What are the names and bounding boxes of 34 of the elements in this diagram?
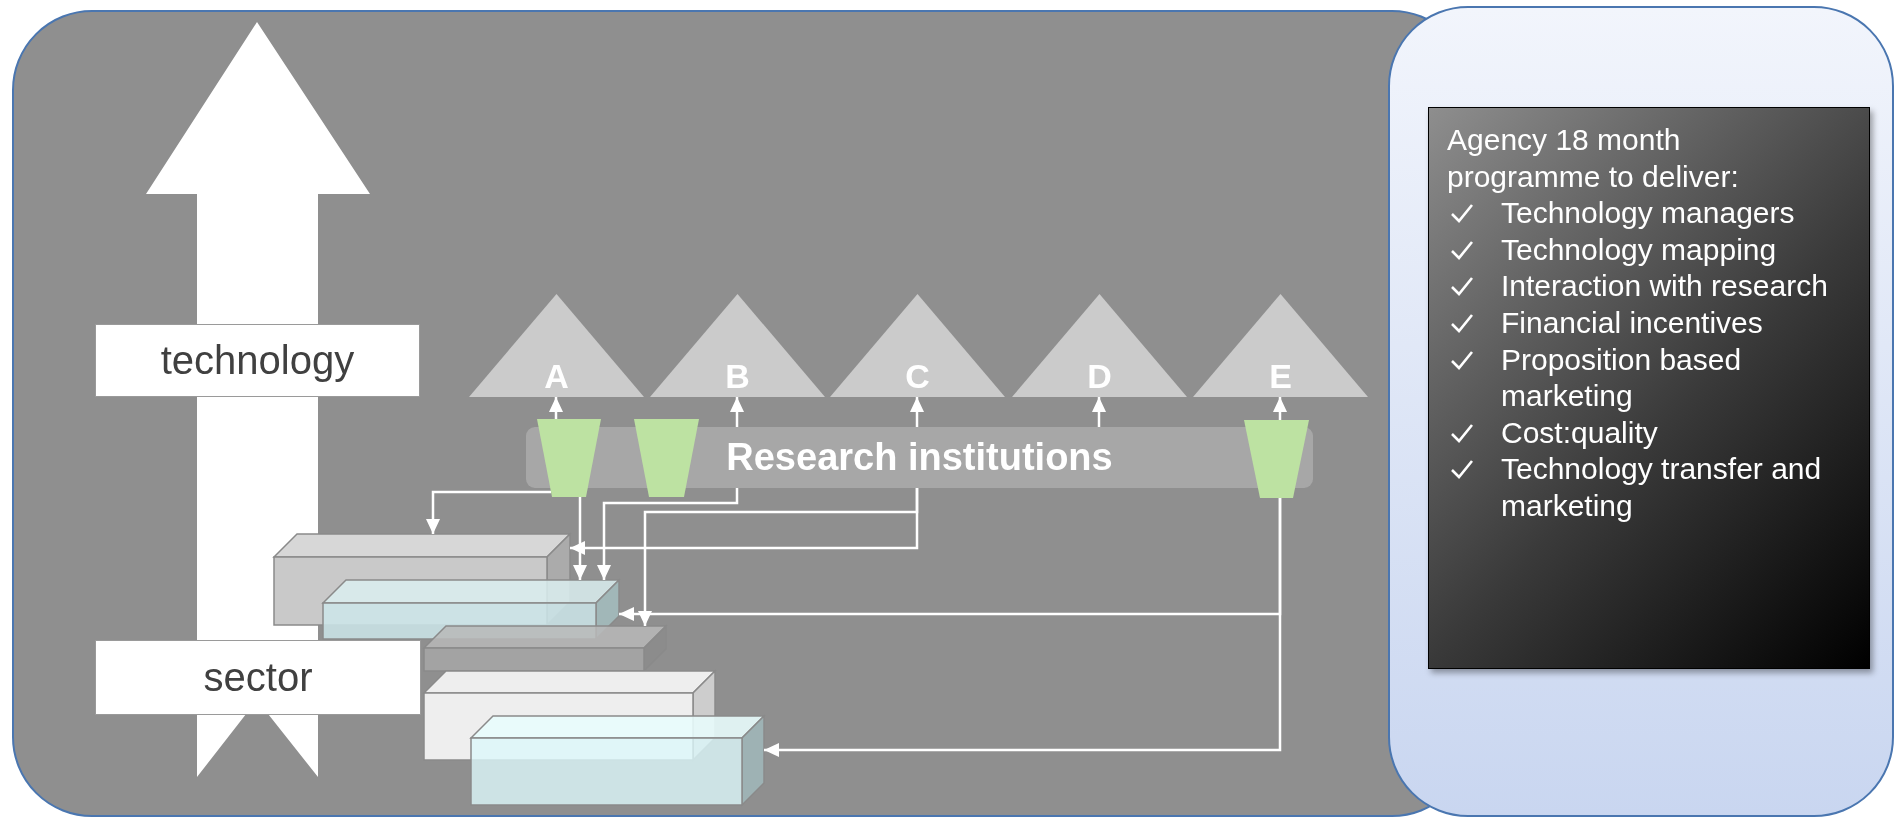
arrow bbox=[549, 397, 563, 419]
axis-label: sector bbox=[203, 655, 313, 700]
block-shape bbox=[471, 716, 764, 805]
arrow bbox=[573, 497, 587, 580]
list-item: Interaction with research bbox=[1501, 268, 1828, 305]
triangle-shape bbox=[650, 294, 825, 397]
triangle-shape bbox=[469, 294, 644, 397]
list-item: Financial incentives bbox=[1501, 304, 1763, 341]
arrow bbox=[1092, 397, 1106, 427]
list-item: Technology managers bbox=[1501, 195, 1795, 232]
triangle-shape bbox=[830, 294, 1005, 397]
arrow bbox=[730, 397, 744, 427]
bar-label: Research institutions bbox=[726, 436, 1113, 479]
list-item: Technology transfer and marketing bbox=[1501, 451, 1823, 524]
box-heading: Agency 18 month programme to deliver: bbox=[1447, 122, 1740, 195]
arrow bbox=[638, 488, 919, 626]
list-item: Proposition based marketing bbox=[1501, 341, 1743, 415]
list-item: Technology mapping bbox=[1501, 231, 1777, 268]
label-box bbox=[95, 640, 421, 715]
trapezoid-shape bbox=[1244, 420, 1309, 498]
info-box bbox=[1428, 107, 1870, 669]
arrow bbox=[910, 397, 924, 427]
triangle-shape bbox=[1012, 294, 1187, 397]
block-shape bbox=[424, 626, 666, 671]
trapezoid-shape bbox=[634, 419, 699, 497]
label-box bbox=[95, 324, 420, 397]
list-item: Cost:quality bbox=[1501, 414, 1658, 451]
triangle-shape bbox=[1193, 294, 1368, 397]
arrow bbox=[426, 490, 552, 534]
arrow bbox=[1273, 397, 1287, 420]
arrow bbox=[597, 488, 739, 580]
arrow bbox=[764, 498, 1282, 757]
axis-label: technology bbox=[160, 338, 355, 383]
trapezoid-shape bbox=[537, 419, 601, 497]
